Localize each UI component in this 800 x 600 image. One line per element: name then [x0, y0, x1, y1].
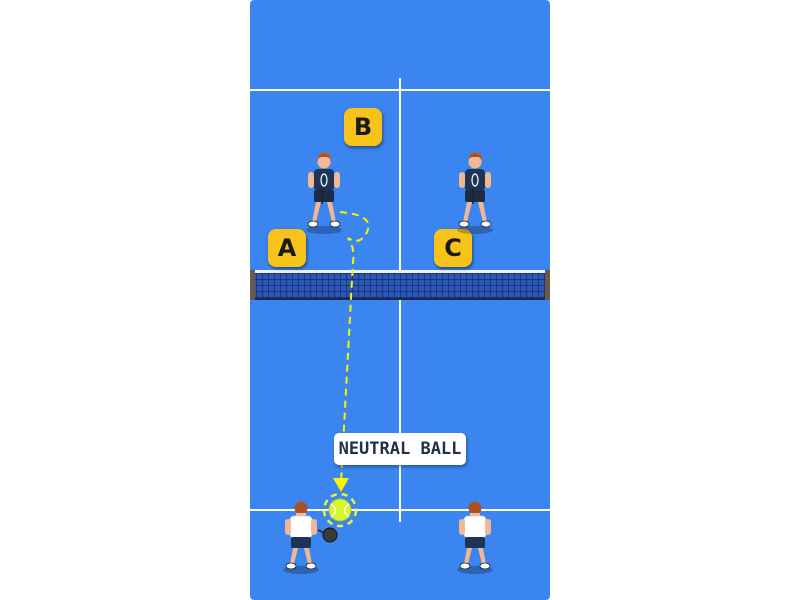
- marker-a: A: [268, 229, 306, 267]
- center-line: [399, 78, 401, 522]
- net-icon: [250, 270, 550, 300]
- net-post-left: [250, 270, 255, 300]
- marker-c: C: [434, 229, 472, 267]
- net-post-right: [545, 270, 550, 300]
- padel-court: [250, 0, 550, 600]
- marker-b: B: [344, 108, 382, 146]
- neutral-ball-label: NEUTRAL BALL: [334, 433, 466, 465]
